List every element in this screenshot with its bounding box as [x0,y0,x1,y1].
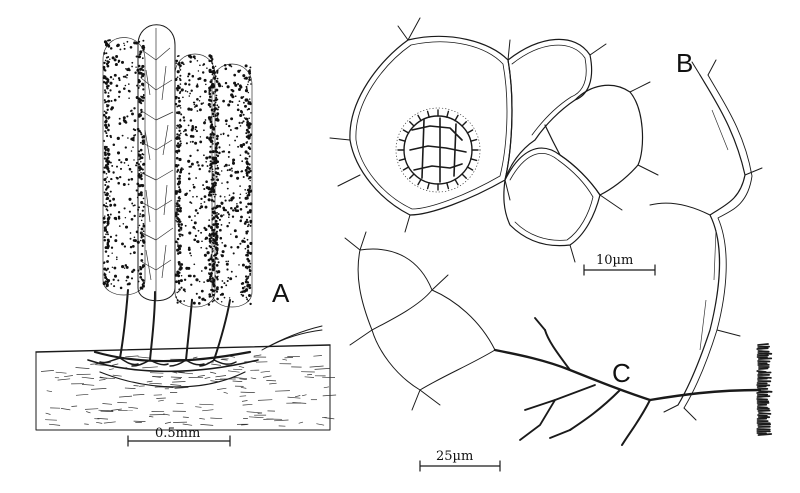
scale-bar-a-label: 0.5mm [155,426,200,441]
panel-c: 25µm C [344,231,773,472]
scale-bar-b: 10µm [583,253,656,276]
scale-bar-c-label: 25µm [436,449,473,464]
panel-letter-b: B [676,48,693,78]
panel-a: 0.5mm A [35,24,337,447]
sporangium-stalks [99,289,237,367]
scale-bar-a: 0.5mm [127,426,231,447]
scale-bar-b-label: 10µm [596,253,633,268]
spore-reticulate [395,107,481,193]
sporangia [102,24,253,308]
branched-network-c [344,231,773,446]
spore-surface-ticks [397,109,479,191]
substrate-hatching [40,354,337,427]
panel-letter-c: C [612,358,631,388]
sporangium-stippling [102,39,253,306]
cell-outlines [329,17,659,263]
network-base [756,343,773,436]
capillitium-network-a [139,28,174,300]
panel-letter-a: A [272,278,290,308]
capillitium-fragment-b [649,59,763,421]
panel-b: 10µm B [329,17,763,421]
substrate-drawing [35,325,337,431]
scale-bar-c: 25µm [419,449,501,472]
